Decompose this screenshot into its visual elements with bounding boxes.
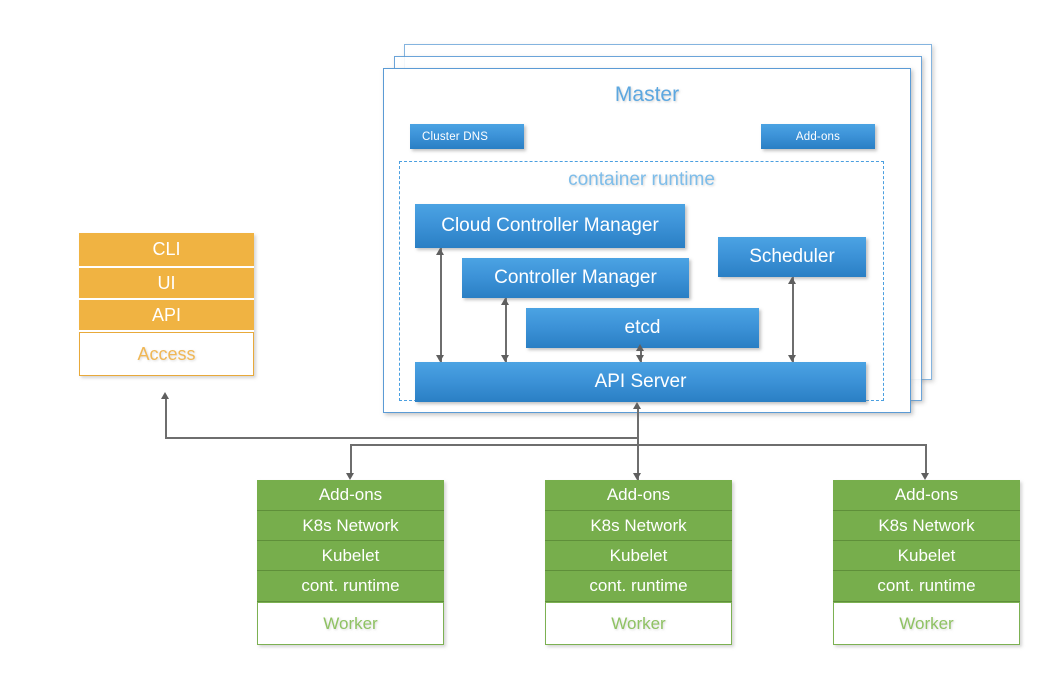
master-addons-box[interactable]: Add-ons — [761, 124, 875, 149]
worker1-footer: Worker — [257, 602, 444, 645]
container-runtime-title: container runtime — [568, 169, 715, 190]
connector-cm-apiserver — [505, 298, 507, 362]
api-server-box[interactable]: API Server — [415, 362, 866, 402]
master-panel[interactable]: Master Cluster DNS Add-ons container run… — [383, 68, 911, 413]
arrow-ccm-up — [436, 248, 444, 255]
arrow-ccm-down — [436, 355, 444, 362]
worker2-layer-addons[interactable]: Add-ons — [545, 480, 732, 511]
connector-bus-access — [165, 437, 638, 439]
connector-worker2-drop — [637, 444, 639, 476]
cluster-dns-box[interactable]: Cluster DNS — [410, 124, 524, 149]
worker2-layer-network[interactable]: K8s Network — [545, 511, 732, 541]
worker-node-3[interactable]: Add-ons K8s Network Kubelet cont. runtim… — [833, 480, 1020, 645]
access-stack[interactable]: CLI UI API Access — [79, 233, 254, 376]
worker1-layer-kubelet[interactable]: Kubelet — [257, 541, 444, 571]
worker3-layer-kubelet[interactable]: Kubelet — [833, 541, 1020, 571]
arrow-access-up — [161, 392, 169, 399]
worker1-layer-runtime[interactable]: cont. runtime — [257, 571, 444, 602]
access-footer: Access — [79, 332, 254, 376]
worker3-footer: Worker — [833, 602, 1020, 645]
controller-manager-box[interactable]: Controller Manager — [462, 258, 689, 298]
connector-apiserver-drop — [637, 406, 639, 480]
connector-worker3-drop — [925, 444, 927, 476]
worker3-layer-network[interactable]: K8s Network — [833, 511, 1020, 541]
master-title: Master — [614, 83, 680, 106]
connector-worker1-drop — [350, 444, 352, 476]
worker3-layer-addons[interactable]: Add-ons — [833, 480, 1020, 511]
arrow-cm-down — [501, 355, 509, 362]
worker-node-1[interactable]: Add-ons K8s Network Kubelet cont. runtim… — [257, 480, 444, 645]
etcd-box[interactable]: etcd — [526, 308, 759, 348]
worker3-layer-runtime[interactable]: cont. runtime — [833, 571, 1020, 602]
arrow-worker3-down — [921, 473, 929, 480]
worker2-layer-kubelet[interactable]: Kubelet — [545, 541, 732, 571]
access-bar-ui[interactable]: UI — [79, 268, 254, 300]
arrow-etcd-down — [636, 355, 644, 362]
connector-ccm-apiserver — [440, 248, 442, 362]
arrow-scheduler-up — [788, 277, 796, 284]
worker1-layer-addons[interactable]: Add-ons — [257, 480, 444, 511]
cloud-controller-manager-box[interactable]: Cloud Controller Manager — [415, 204, 685, 248]
arrow-apiserver-up — [633, 402, 641, 409]
connector-access-riser — [165, 396, 167, 438]
arrow-worker2-down — [633, 473, 641, 480]
arrow-worker1-down — [346, 473, 354, 480]
worker2-footer: Worker — [545, 602, 732, 645]
scheduler-box[interactable]: Scheduler — [718, 237, 866, 277]
worker2-layer-runtime[interactable]: cont. runtime — [545, 571, 732, 602]
arrow-etcd-up — [636, 344, 644, 351]
worker-node-2[interactable]: Add-ons K8s Network Kubelet cont. runtim… — [545, 480, 732, 645]
access-bar-api[interactable]: API — [79, 300, 254, 332]
connector-scheduler-apiserver — [792, 277, 794, 362]
arrow-scheduler-down — [788, 355, 796, 362]
arrow-cm-up — [501, 298, 509, 305]
worker1-layer-network[interactable]: K8s Network — [257, 511, 444, 541]
access-bar-cli[interactable]: CLI — [79, 233, 254, 268]
